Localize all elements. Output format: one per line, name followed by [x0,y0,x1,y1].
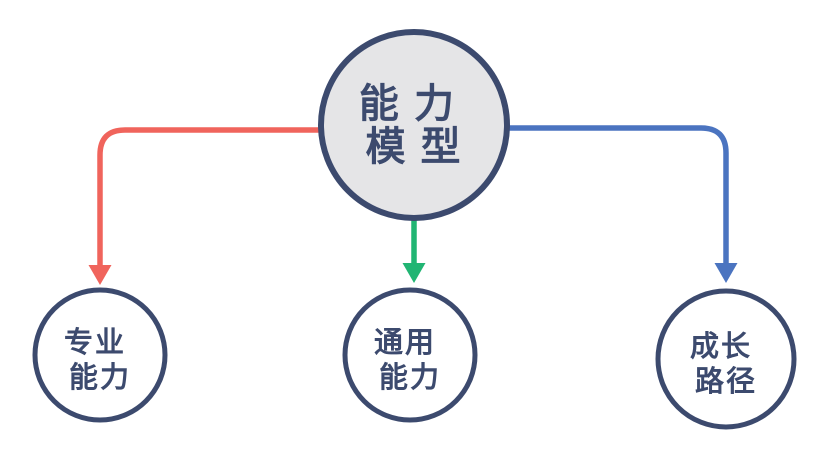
node-circle [318,29,510,221]
node-label: 成长 路径 [690,330,762,398]
node-professional-ability: 专业 能力 [32,287,168,423]
node-capability-model: 能 力 模 型 [318,29,510,221]
node-label-line: 能力 [379,361,441,394]
edge-center-to-left [88,127,322,285]
node-label-line: 路径 [695,365,757,398]
arrow-down-icon [402,263,426,283]
connector-center-to-right [506,125,729,264]
node-general-ability: 通用 能力 [342,287,478,423]
node-label-line: 专业 [64,326,126,359]
node-circle [342,287,478,423]
arrow-down-icon [88,265,112,285]
node-label: 通用 能力 [374,327,446,394]
node-label-line: 成长 [690,330,752,363]
node-label: 能 力 模 型 [359,82,469,169]
connector-center-to-left [97,127,322,266]
edge-center-to-middle [402,219,426,283]
node-growth-path: 成长 路径 [655,288,797,430]
node-label: 专业 能力 [64,326,136,394]
node-label-line: 通用 [374,327,436,359]
edge-center-to-right [506,125,738,283]
node-circle [32,287,168,423]
node-label-line: 模 型 [365,125,462,169]
node-label-line: 能力 [69,361,131,394]
arrow-down-icon [714,263,738,283]
node-circle [655,288,797,430]
node-label-line: 能 力 [359,82,456,126]
